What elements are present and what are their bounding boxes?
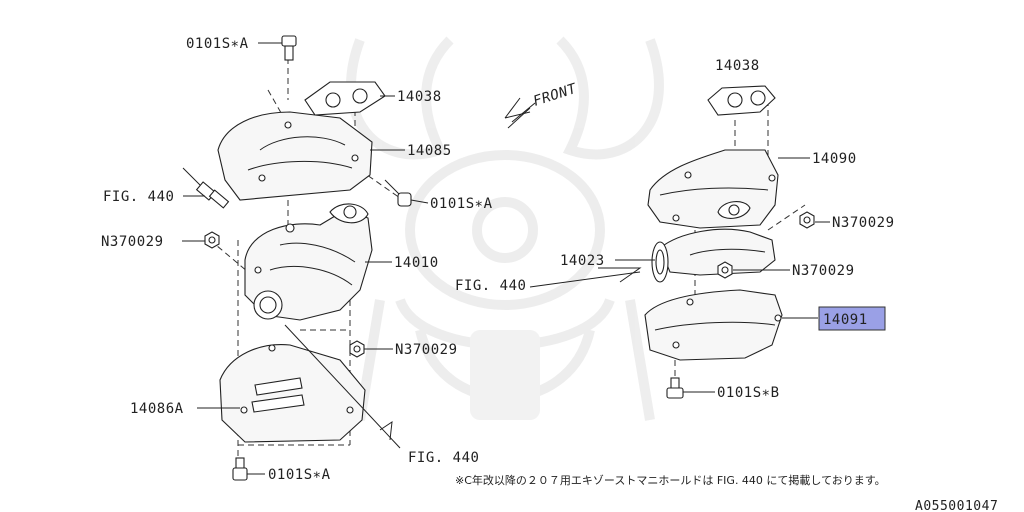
label-14085[interactable]: 14085 [407, 143, 452, 159]
gasket-14038-left [304, 81, 386, 116]
nut-n370029-center [349, 340, 365, 358]
exhaust-pipe-14023 [651, 228, 776, 283]
oxygen-sensor [182, 167, 230, 209]
label-14086a[interactable]: 14086A [130, 401, 184, 417]
label-14010[interactable]: 14010 [394, 255, 439, 271]
footnote: ※C年改以降の２０７用エキゾーストマニホールドは FIG. 440 にて掲載して… [455, 473, 886, 487]
label-n370029-right-top[interactable]: N370029 [832, 215, 895, 231]
heat-shield-14090 [647, 149, 779, 229]
label-bolt-0101s-a-mid[interactable]: 0101S∗A [430, 196, 493, 212]
heat-shield-14086a [219, 344, 366, 443]
watermark-emblem [346, 36, 664, 421]
diagram-code: A055001047 [915, 499, 998, 512]
label-14090[interactable]: 14090 [812, 151, 857, 167]
heat-shield-14085 [217, 111, 373, 201]
label-bolt-0101s-a-top[interactable]: 0101S∗A [186, 36, 249, 52]
label-bolt-0101s-a-bottom[interactable]: 0101S∗A [268, 467, 331, 483]
selected-part-highlight [818, 306, 886, 331]
label-fig-440-left[interactable]: FIG. 440 [103, 189, 174, 205]
label-front: FRONT [531, 80, 579, 109]
front-arrow-icon [504, 97, 536, 129]
gasket-14038-right [707, 85, 776, 116]
label-fig-440-bottom[interactable]: FIG. 440 [408, 450, 479, 466]
nut-n370029-right-top [799, 211, 815, 229]
bolt-0101s-a-bottom [232, 457, 248, 481]
label-n370029-right-mid[interactable]: N370029 [792, 263, 855, 279]
label-14038-right[interactable]: 14038 [715, 58, 760, 74]
bolt-0101s-b [666, 377, 684, 399]
nut-n370029-right-mid [717, 261, 733, 279]
label-fig-440-center[interactable]: FIG. 440 [455, 278, 526, 294]
label-bolt-0101s-b[interactable]: 0101S∗B [717, 385, 780, 401]
bolt-0101s-a-top [281, 35, 297, 61]
label-14091[interactable]: 14091 [823, 312, 868, 328]
label-14023[interactable]: 14023 [560, 253, 605, 269]
heat-shield-14091 [644, 289, 783, 361]
bolt-0101s-a-mid [384, 179, 412, 207]
exhaust-manifold-14010 [244, 203, 373, 321]
label-n370029-center[interactable]: N370029 [395, 342, 458, 358]
label-14038-left[interactable]: 14038 [397, 89, 442, 105]
label-n370029-left[interactable]: N370029 [101, 234, 164, 250]
nut-n370029-left [204, 231, 220, 249]
